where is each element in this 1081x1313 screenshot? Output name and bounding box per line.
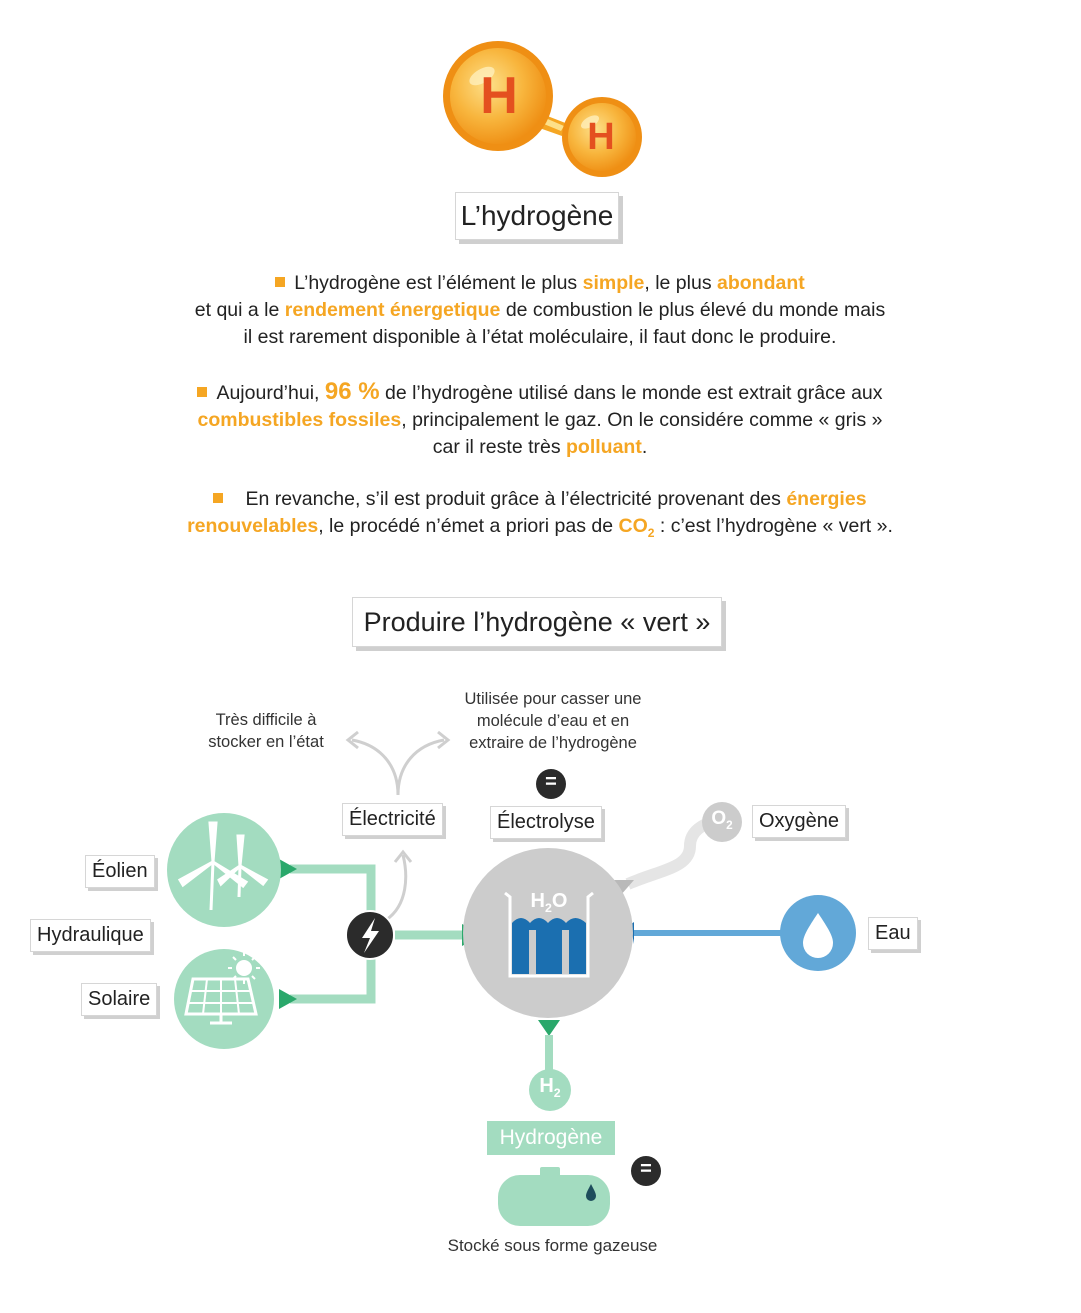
intro-paragraph-2: Aujourd’hui, 96 % de l’hydrogène utilisé… <box>197 378 883 458</box>
bullet-icon <box>275 277 286 287</box>
label-oxygene: Oxygène <box>752 805 847 838</box>
h2-label: H2 <box>539 1075 561 1100</box>
diagram-title-text: Produire l’hydrogène « vert » <box>363 607 711 637</box>
gas-tank-icon <box>498 1167 610 1226</box>
label-solaire: Solaire <box>81 983 158 1016</box>
water-pipe <box>620 895 856 971</box>
solar-panel-icon <box>174 949 274 1049</box>
hydrogen-output <box>529 1020 571 1111</box>
oxygen-pipe <box>612 802 742 896</box>
bullet-icon <box>213 493 224 503</box>
hydrogen-molecule-icon <box>443 41 642 177</box>
page-title-text: L’hydrogène <box>460 200 614 231</box>
h2o-label: H2O <box>530 890 568 915</box>
molecule-letter-big: H <box>480 67 518 125</box>
branch-arrows <box>345 730 451 922</box>
equals-badge-electrolysis: = <box>545 771 557 793</box>
o2-label: O2 <box>711 808 733 832</box>
label-hydraulique: Hydraulique <box>30 919 151 952</box>
stored-caption: Stocké sous forme gazeuse <box>447 1236 658 1255</box>
note-electrolysis: Utilisée pour casser une molécule d’eau … <box>464 690 642 752</box>
label-hydrogene: Hydrogène <box>487 1121 615 1155</box>
bullet-icon <box>197 387 208 397</box>
label-eolien: Éolien <box>85 855 155 888</box>
label-eau: Eau <box>868 917 918 950</box>
note-storage: Très difficile à stocker en l’état <box>208 711 324 751</box>
intro-paragraph-3: En revanche, s’il est produit grâce à l’… <box>187 488 893 540</box>
equals-badge-storage: = <box>640 1158 652 1180</box>
page-title: L’hydrogène <box>455 192 619 240</box>
label-electricite: Électricité <box>342 803 443 836</box>
molecule-letter-small: H <box>587 116 615 158</box>
lightning-icon <box>345 910 395 960</box>
wind-turbine-icon <box>167 813 281 927</box>
intro-paragraph-1: L’hydrogène est l’élément le plus simple… <box>194 272 886 348</box>
label-electrolyse: Électrolyse <box>490 806 602 839</box>
electrolysis-tank-icon <box>463 848 633 1018</box>
diagram-title: Produire l’hydrogène « vert » <box>352 597 722 647</box>
